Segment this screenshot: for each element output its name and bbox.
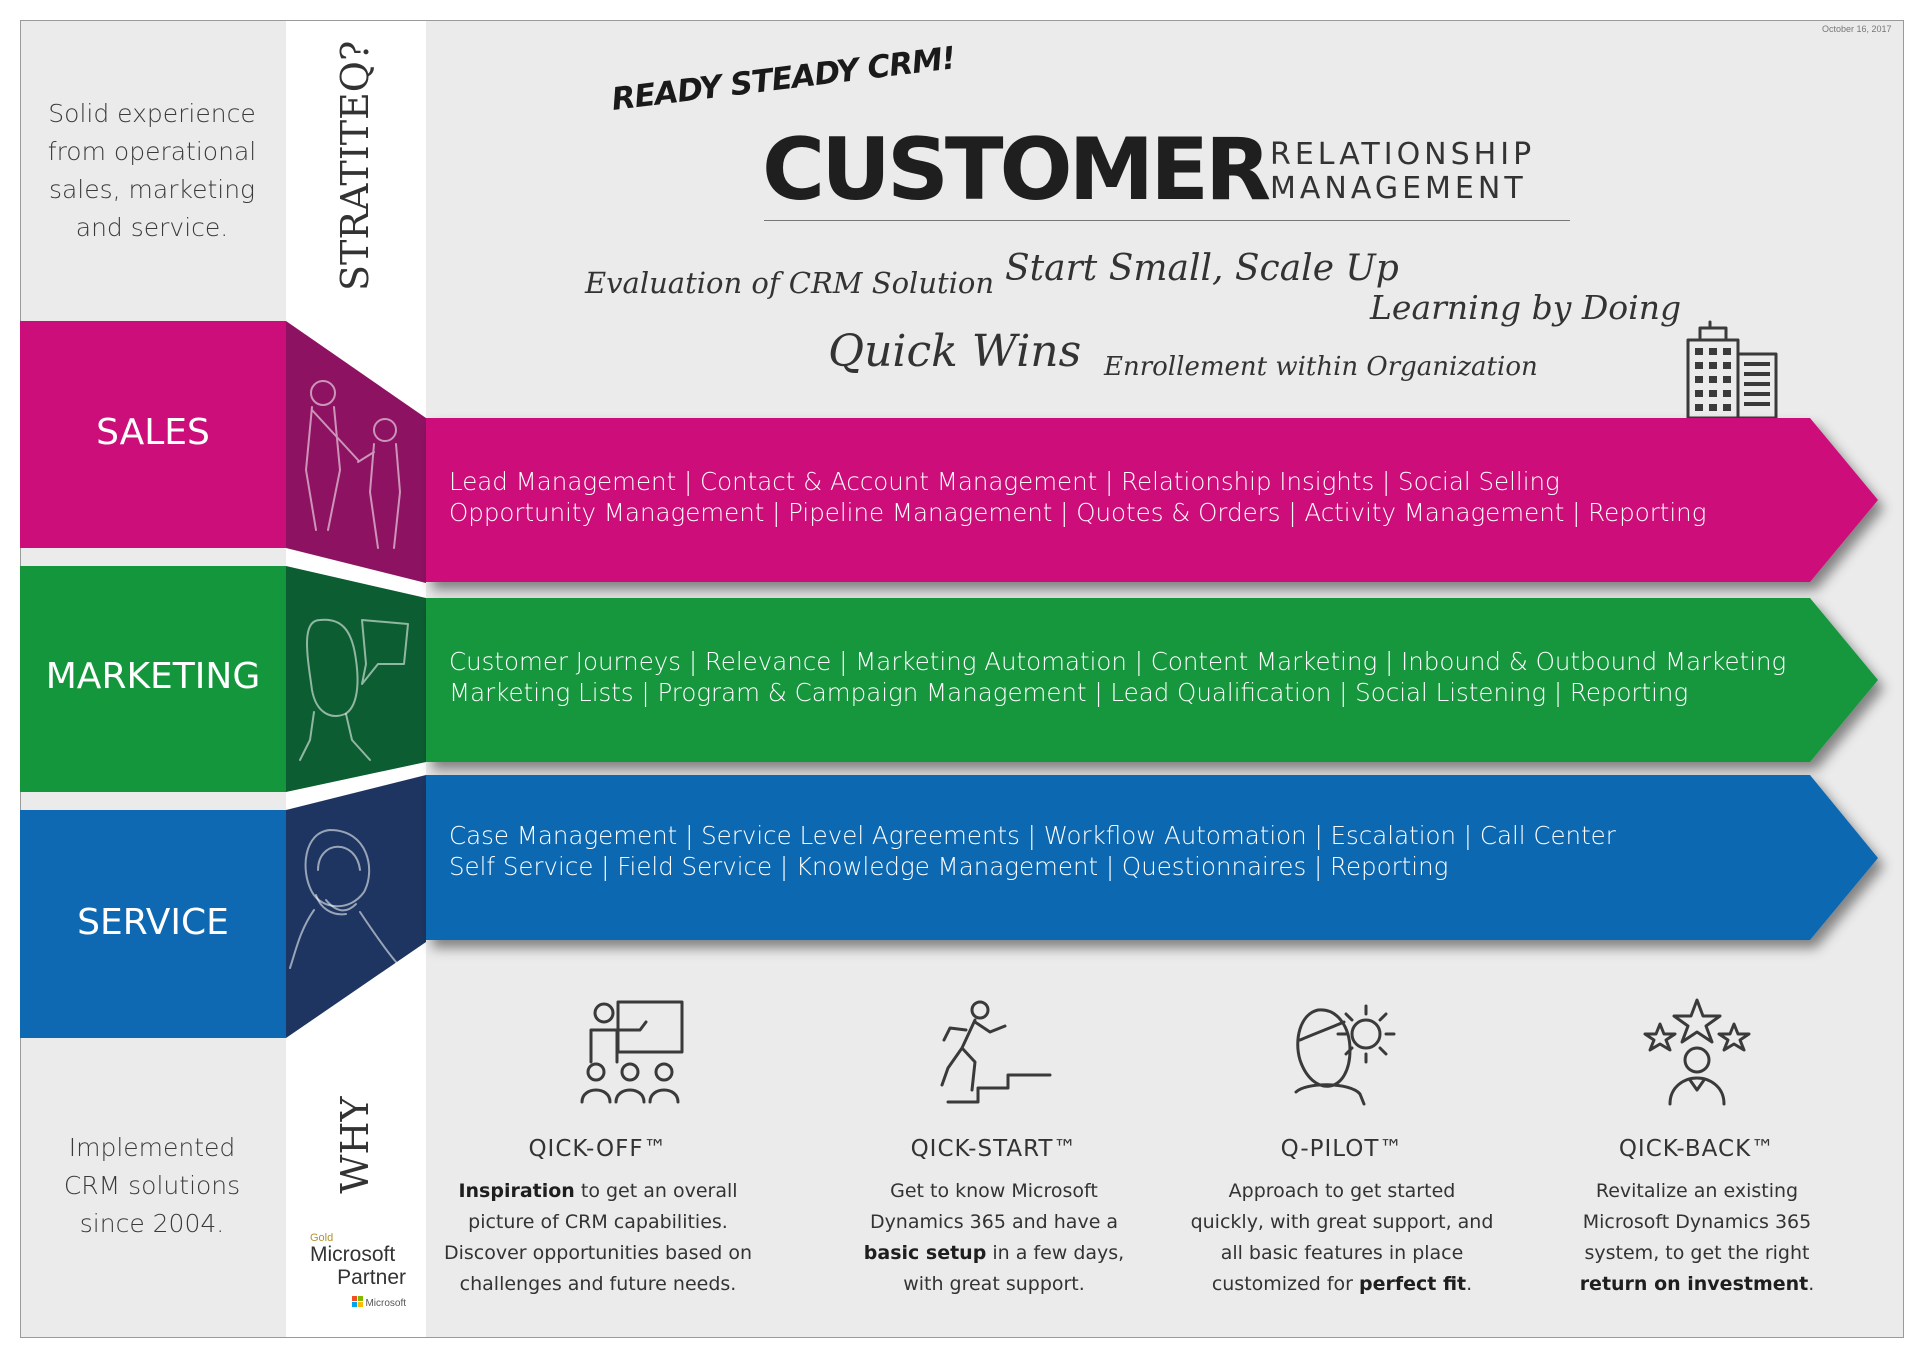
offer-text: Discover opportunities based on [443,1242,753,1264]
offer-title: QICK-BACK™ [1618,1136,1776,1162]
sales-features-line2: Opportunity Management | Pipeline Manage… [449,498,1707,527]
offer-title: Q-PILOT™ [1280,1136,1404,1162]
date-label: October 16, 2017 [1822,24,1892,34]
title-underline [764,220,1570,221]
stairs-runner-icon [940,1000,1052,1104]
offer-text: picture of CRM capabilities. [468,1211,728,1233]
offer-emphasis: Inspiration [458,1180,575,1202]
offer-text: customized for [1211,1273,1359,1295]
service-arrow-band [426,775,1878,940]
implemented-text: Implemented CRM solutions since 2004. [42,1129,262,1243]
microsoft-logo-icon [351,1296,363,1307]
implemented-line: since 2004. [79,1209,225,1238]
offer-text: all basic features in place [1220,1242,1464,1264]
offer-qick-start: QICK-START™ Get to know Microsoft Dynami… [824,1136,1164,1300]
sales-fold [286,321,426,583]
service-features-line2: Self Service | Field Service | Knowledge… [449,852,1449,881]
offer-emphasis: basic setup [863,1242,987,1264]
offer-text: Microsoft Dynamics 365 [1582,1211,1812,1233]
slogan-enrollement: Enrollement within Organization [1104,352,1538,382]
marketing-fold [286,566,426,792]
offer-description: Approach to get started quickly, with gr… [1172,1176,1512,1300]
offer-qick-off: QICK-OFF™ Inspiration to get an overall … [428,1136,768,1300]
experience-line: from operational [47,137,257,166]
offer-qick-back: QICK-BACK™ Revitalize an existing Micros… [1527,1136,1867,1300]
presenter-audience-icon [580,1000,684,1104]
microsoft-partner-badge: Gold Microsoft Partner Microsoft [310,1232,406,1309]
offer-text: quickly, with great support, and [1190,1211,1494,1233]
offer-text: Revitalize an existing [1595,1180,1799,1202]
experience-line: sales, marketing [48,175,256,204]
implemented-line: Implemented [68,1133,236,1162]
offer-text: Get to know Microsoft [890,1180,1098,1202]
offer-emphasis: perfect fit [1359,1273,1467,1295]
sales-arrow-band [426,418,1878,582]
title-subtitle: RELATIONSHIP MANAGEMENT [1270,138,1535,206]
partner-tier: Gold [310,1232,334,1244]
implemented-line: CRM solutions [63,1171,241,1200]
offer-title: QICK-START™ [910,1136,1078,1162]
main-title: CUSTOMER [762,120,1271,220]
marketing-features-line1: Customer Journeys | Relevance | Marketin… [449,647,1787,676]
offer-text: with great support. [903,1273,1085,1295]
offer-text: Approach to get started [1228,1180,1456,1202]
offer-text: . [1808,1273,1815,1295]
slogan-learning: Learning by Doing [1370,288,1682,327]
offer-text: challenges and future needs. [459,1273,737,1295]
subtitle-relationship: RELATIONSHIP [1270,137,1536,172]
partner-line2: Partner [337,1266,406,1289]
marketing-arrow-band [426,598,1878,762]
offer-text: to get an overall [574,1180,738,1202]
head-gear-icon [1294,1004,1396,1106]
headset-agent-icon [289,829,397,969]
slogan-quick-wins: Quick Wins [828,326,1082,377]
subtitle-management: MANAGEMENT [1270,171,1527,206]
marketing-left-block [20,566,286,792]
offer-q-pilot: Q-PILOT™ Approach to get started quickly… [1172,1136,1512,1300]
service-label: SERVICE [77,902,229,943]
partner-line1: Microsoft [310,1243,396,1266]
sales-left-block [20,321,286,548]
offer-emphasis: return on investment [1579,1273,1809,1295]
offer-description: Get to know Microsoft Dynamics 365 and h… [824,1176,1164,1300]
offer-text: system, to get the right [1584,1242,1810,1264]
offer-description: Revitalize an existing Microsoft Dynamic… [1527,1176,1867,1300]
marketing-features-line2: Marketing Lists | Program & Campaign Man… [449,678,1689,707]
offer-text: . [1466,1273,1473,1295]
offer-text: in a few days, [986,1242,1125,1264]
sales-features-line1: Lead Management | Contact & Account Mana… [449,467,1560,496]
offer-title: QICK-OFF™ [528,1136,668,1162]
head-speech-bubble-icon [299,618,409,761]
experience-line: Solid experience [48,99,256,128]
person-stars-icon [1643,998,1751,1106]
handshake-people-icon [305,380,401,549]
service-fold [286,775,426,1038]
microsoft-brand: Microsoft [310,1296,406,1309]
building-icon [1686,320,1778,420]
slogan-evaluation: Evaluation of CRM Solution [585,266,995,300]
slogan-start-small: Start Small, Scale Up [1005,248,1399,289]
sales-label: SALES [96,412,210,453]
service-left-block [20,810,286,1038]
experience-text: Solid experience from operational sales,… [42,95,262,247]
service-features-line1: Case Management | Service Level Agreemen… [449,821,1616,850]
offer-text: Dynamics 365 and have a [869,1211,1119,1233]
marketing-label: MARKETING [45,656,261,697]
offer-description: Inspiration to get an overall picture of… [428,1176,768,1300]
experience-line: and service. [75,213,229,242]
microsoft-brand-text: Microsoft [365,1298,406,1309]
